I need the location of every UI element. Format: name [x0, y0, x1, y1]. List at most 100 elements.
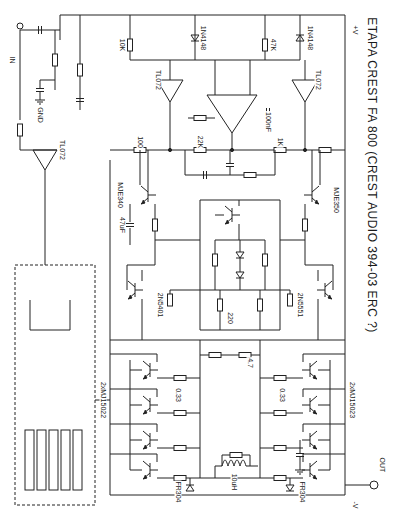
- wire: [312, 198, 319, 204]
- wire: [303, 354, 345, 355]
- wire: [200, 200, 201, 330]
- component-label: FR304: [299, 480, 306, 503]
- component-label: 2xMJ15023: [349, 381, 356, 419]
- wire: [239, 200, 240, 206]
- wire: [142, 270, 143, 281]
- wire: [250, 455, 251, 466]
- wire: [148, 195, 156, 196]
- wire: [345, 15, 346, 495]
- wire: [325, 281, 332, 287]
- wire: [260, 448, 274, 449]
- wire: [260, 478, 274, 479]
- wire: [200, 340, 201, 478]
- wire: [232, 215, 240, 216]
- wire: [130, 440, 142, 441]
- wire: [295, 470, 305, 471]
- wire: [260, 413, 274, 414]
- wire: [280, 240, 305, 241]
- wire: [127, 265, 155, 266]
- wire: [280, 290, 290, 291]
- wire: [200, 355, 209, 356]
- wire: [191, 41, 199, 42]
- wire: [286, 413, 303, 414]
- emitter-arrow: [313, 475, 317, 479]
- resistor-symbol: [288, 294, 293, 306]
- wire: [130, 204, 131, 222]
- wire: [215, 466, 216, 478]
- wire: [130, 405, 142, 406]
- wire: [150, 440, 158, 441]
- junction-dot: [230, 148, 233, 151]
- component-label: GND: [37, 106, 44, 124]
- wire: [240, 258, 241, 272]
- wire: [30, 300, 31, 330]
- component-label: +V: [352, 25, 359, 36]
- component-label: 1N4148: [307, 25, 314, 52]
- resistor-symbol: [274, 446, 286, 451]
- wire: [215, 240, 216, 254]
- connector-pin: [73, 430, 82, 490]
- component-label: 220: [227, 311, 234, 325]
- wire: [127, 265, 128, 290]
- opamp-symbol: [33, 150, 57, 170]
- inductor-symbol: [222, 460, 246, 466]
- wire: [170, 102, 171, 150]
- diode-symbol: [236, 252, 244, 258]
- wire: [303, 454, 304, 462]
- wire: [221, 355, 239, 356]
- wire: [304, 195, 312, 196]
- resistor-symbol: [213, 254, 218, 266]
- wire: [239, 224, 240, 240]
- wire: [206, 171, 207, 179]
- component-label: 22K: [197, 135, 204, 149]
- wire: [45, 170, 46, 185]
- wire: [130, 15, 131, 60]
- wire: [296, 453, 304, 454]
- wire: [260, 340, 261, 478]
- emitter-arrow: [313, 445, 317, 449]
- wire: [303, 454, 345, 455]
- wire: [206, 118, 215, 119]
- emitter-arrow: [225, 220, 229, 224]
- wire: [30, 330, 70, 331]
- component-label: 2xMJ15022: [100, 381, 107, 419]
- wire: [45, 185, 46, 265]
- component-label: 10uH: [231, 473, 238, 492]
- component-label: 2N5401: [157, 292, 164, 319]
- wire: [190, 478, 191, 485]
- diode-symbol: [286, 485, 294, 491]
- resistor-symbol: [230, 453, 242, 458]
- wire: [157, 478, 174, 479]
- wire: [310, 396, 317, 402]
- resistor-symbol: [263, 39, 268, 51]
- connector-pin: [25, 430, 34, 490]
- resistor-symbol: [274, 476, 286, 481]
- wire: [40, 80, 55, 81]
- wire: [312, 186, 319, 192]
- wire: [60, 15, 345, 16]
- wire: [260, 311, 261, 330]
- wire: [299, 474, 301, 475]
- component-label: IN: [9, 56, 16, 65]
- wire: [251, 355, 260, 356]
- emitter-arrow: [313, 375, 317, 379]
- wire: [142, 299, 143, 340]
- component-label: 100: [137, 135, 144, 149]
- component-label: TL072: [315, 69, 322, 91]
- component-label: FR304: [175, 480, 182, 503]
- wire: [170, 290, 200, 291]
- wire: [143, 473, 150, 479]
- wire: [318, 270, 319, 281]
- wire: [240, 240, 241, 252]
- title: ETAPA CREST FA 800 (CREST AUDIO 394-03 E…: [366, 17, 378, 333]
- junction-dot: [168, 148, 171, 151]
- wire: [318, 299, 319, 340]
- component-label: 0.33: [175, 387, 182, 403]
- resistor-symbol: [244, 173, 256, 178]
- component-label: 0.33: [279, 387, 286, 403]
- wire: [143, 431, 150, 437]
- component-label: TL072: [59, 139, 66, 161]
- component-label: 1K: [277, 137, 284, 148]
- wire: [148, 150, 149, 188]
